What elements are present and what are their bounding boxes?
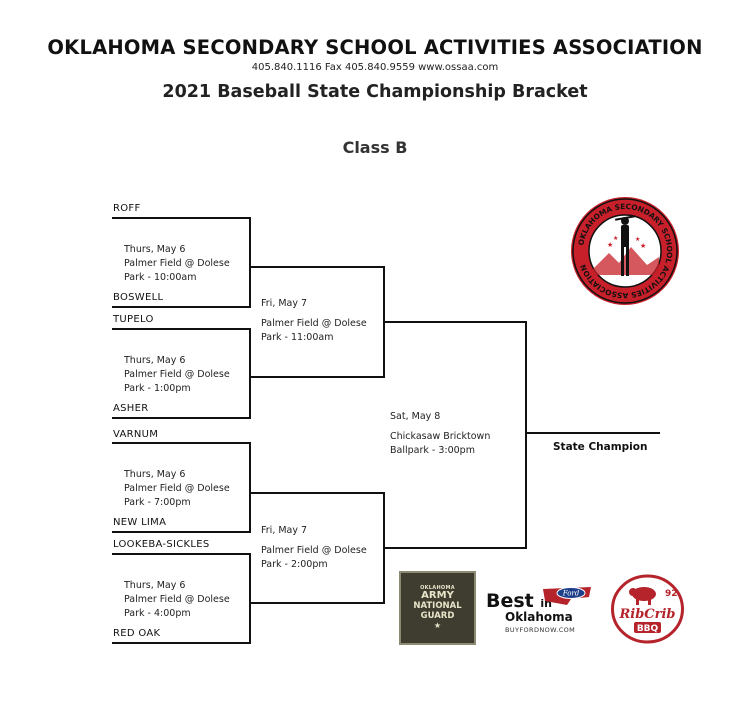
game-date: Thurs, May 6: [124, 580, 186, 591]
bracket-title: 2021 Baseball State Championship Bracket: [162, 82, 588, 102]
svg-text:92: 92: [665, 589, 678, 599]
svg-text:Ford: Ford: [562, 590, 580, 598]
team-slot-7: LOOKEBA-SICKLES: [113, 539, 210, 550]
contact-info: 405.840.1116 Fax 405.840.9559 www.ossaa.…: [251, 62, 499, 73]
game-time: Park - 11:00am: [261, 332, 334, 343]
round1-game-3-info: Thurs, May 6 Palmer Field @ Dolese Park …: [124, 468, 230, 510]
state-champion-label: State Champion: [553, 441, 648, 453]
game-date: Thurs, May 6: [124, 469, 186, 480]
game-venue: Palmer Field @ Dolese: [261, 545, 367, 556]
logo-star-icon: ★: [607, 241, 613, 249]
team-slot-2: BOSWELL: [113, 292, 164, 303]
team-slot-5: VARNUM: [113, 429, 159, 440]
ford-oval-icon: Ford: [543, 587, 591, 605]
team-slot-1: ROFF: [113, 203, 141, 214]
svg-text:BBQ: BBQ: [637, 624, 659, 634]
game-venue: Palmer Field @ Dolese: [124, 369, 230, 380]
logo-figure-silhouette: [614, 215, 636, 276]
game-time: Park - 1:00pm: [124, 383, 191, 394]
game-date: Thurs, May 6: [124, 244, 186, 255]
game-date: Fri, May 7: [261, 525, 308, 536]
organization-title: OKLAHOMA SECONDARY SCHOOL ACTIVITIES ASS…: [47, 36, 703, 59]
final-game-info: Sat, May 8 Chickasaw Bricktown Ballpark …: [390, 410, 490, 458]
round2-game-2-info: Fri, May 7 Palmer Field @ Dolese Park - …: [261, 524, 367, 572]
round2-game-1-info: Fri, May 7 Palmer Field @ Dolese Park - …: [261, 297, 367, 345]
logo-mountains: [591, 247, 659, 275]
game-venue: Palmer Field @ Dolese: [261, 318, 367, 329]
team-slot-6: NEW LIMA: [113, 517, 167, 528]
round1-game-2-info: Thurs, May 6 Palmer Field @ Dolese Park …: [124, 354, 230, 396]
team-slot-3: TUPELO: [113, 314, 154, 325]
team-slot-4: ASHER: [113, 403, 149, 414]
logo-star-icon: ★: [635, 236, 640, 243]
round1-game-1-info: Thurs, May 6 Palmer Field @ Dolese Park …: [124, 243, 230, 285]
game-time: Ballpark - 3:00pm: [390, 445, 475, 456]
game-date: Fri, May 7: [261, 298, 308, 309]
game-time: Park - 4:00pm: [124, 608, 191, 619]
game-venue: Palmer Field @ Dolese: [124, 483, 230, 494]
army-national-guard-logo: OKLAHOMA ARMY NATIONAL GUARD ★: [399, 571, 476, 645]
game-venue: Palmer Field @ Dolese: [124, 594, 230, 605]
star-icon: ★: [433, 621, 442, 630]
logo-star-icon: ★: [640, 242, 646, 250]
game-date: Thurs, May 6: [124, 355, 186, 366]
ribcrib-bbq-logo: 92 RibCrib BBQ: [611, 574, 684, 644]
team-slot-8: RED OAK: [113, 628, 161, 639]
pig-icon: [629, 587, 656, 605]
buyford-url: BUYFORDNOW.COM: [505, 626, 576, 634]
class-title: Class B: [342, 138, 408, 157]
game-venue: Palmer Field @ Dolese: [124, 258, 230, 269]
round1-game-4-info: Thurs, May 6 Palmer Field @ Dolese Park …: [124, 579, 230, 621]
game-time: Park - 7:00pm: [124, 497, 191, 508]
game-date: Sat, May 8: [390, 411, 441, 422]
svg-text:RibCrib: RibCrib: [618, 607, 675, 622]
game-time: Park - 10:00am: [124, 272, 197, 283]
logo-star-icon: ★: [613, 235, 618, 242]
oklahoma-word: Oklahoma: [505, 610, 573, 624]
game-venue: Chickasaw Bricktown: [390, 431, 491, 442]
game-time: Park - 2:00pm: [261, 559, 328, 570]
best-word: Best in: [486, 590, 552, 612]
ossaa-logo: OKLAHOMA SECONDARY SCHOOL ACTIVITIES ASS…: [571, 197, 679, 305]
